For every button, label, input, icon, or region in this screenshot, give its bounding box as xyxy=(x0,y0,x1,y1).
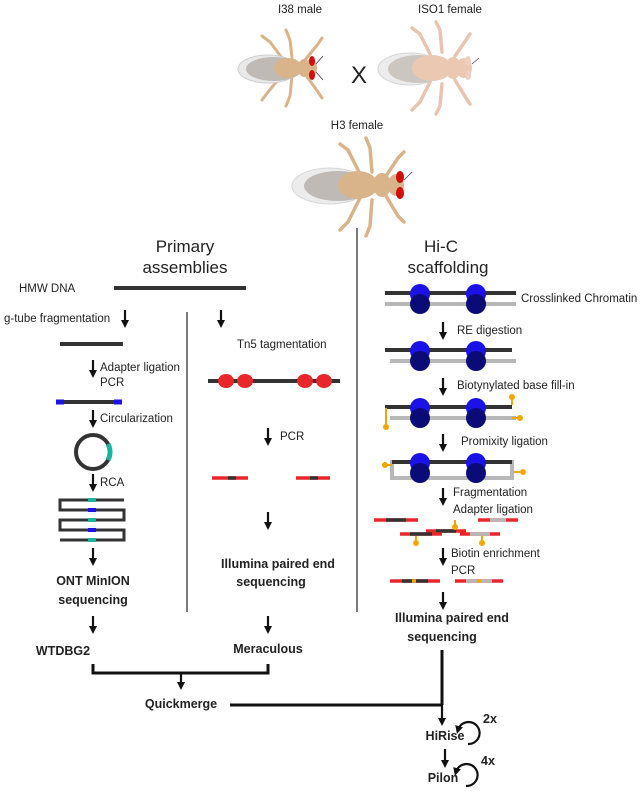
primary-title-line2: assemblies xyxy=(142,258,227,277)
merge-bracket xyxy=(91,664,270,690)
offspring-label: H3 female xyxy=(331,120,383,132)
pilon-label: Pilon xyxy=(428,771,459,785)
hic-title-line1: Hi-C xyxy=(424,237,458,256)
fly-female-icon xyxy=(377,20,480,116)
ont-seq-line2: sequencing xyxy=(58,593,127,607)
ont-adapter-label: Adapter ligation xyxy=(100,362,180,374)
biotin-fill-label: Biotynylated base fill-in xyxy=(457,380,575,392)
primary-title-line1: Primary xyxy=(156,237,215,256)
digested-chromatin-icon xyxy=(385,341,516,371)
tagmented-dna-icon xyxy=(208,374,340,388)
hirise-iter-label: 2x xyxy=(483,712,497,726)
biotin-filled-icon xyxy=(383,394,523,430)
proximity-label: Promixity ligation xyxy=(461,436,548,448)
fragmentation-label: Fragmentation xyxy=(453,487,527,499)
hirise-loop-icon xyxy=(455,720,481,746)
re-label: RE digestion xyxy=(457,325,522,337)
ont-seq-line1: ONT MinION xyxy=(56,574,130,588)
illumina-seq-line1: Illumina paired end xyxy=(221,557,335,571)
hic-title-line2: scaffolding xyxy=(408,258,489,277)
hic-seq-line2: sequencing xyxy=(407,630,476,644)
hirise-label: HiRise xyxy=(426,729,465,743)
illumina-pcr-label: PCR xyxy=(280,431,304,443)
meraculous-label: Meraculous xyxy=(233,642,303,656)
circle-adapter xyxy=(105,442,113,462)
parent2-label: ISO1 female xyxy=(418,4,482,16)
rca-concatemer-icon xyxy=(58,498,126,542)
illumina-seq-line2: sequencing xyxy=(236,575,305,589)
hic-pcr-label: PCR xyxy=(451,565,475,577)
quickmerge-label: Quickmerge xyxy=(145,697,217,711)
circular-dna-icon xyxy=(74,433,112,471)
fly-male-icon xyxy=(237,28,324,108)
hic-seq-line1: Illumina paired end xyxy=(395,611,509,625)
pilon-loop-icon xyxy=(453,762,479,788)
ont-pcr-label: PCR xyxy=(100,377,124,389)
parent1-label: I38 male xyxy=(278,4,322,16)
hic-fragments-icon xyxy=(374,518,518,546)
fly-hybrid-icon xyxy=(291,136,413,238)
gtube-label: g-tube fragmentation xyxy=(4,313,110,325)
enrich-label: Biotin enrichment xyxy=(451,548,541,560)
pilon-iter-label: 4x xyxy=(481,754,495,768)
hmw-dna-label: HMW DNA xyxy=(19,283,76,295)
hic-adapter-label: Adapter ligation xyxy=(453,504,533,516)
cross-symbol: X xyxy=(351,62,367,89)
circ-label: Circularization xyxy=(100,413,173,425)
tn5-label: Tn5 tagmentation xyxy=(237,339,327,351)
crosslinked-chromatin-icon xyxy=(385,284,516,314)
wtdbg2-label: WTDBG2 xyxy=(36,644,90,658)
rca-label: RCA xyxy=(100,477,125,489)
crosslinked-label: Crosslinked Chromatin xyxy=(521,293,637,305)
ligated-chromatin-icon xyxy=(382,453,526,483)
